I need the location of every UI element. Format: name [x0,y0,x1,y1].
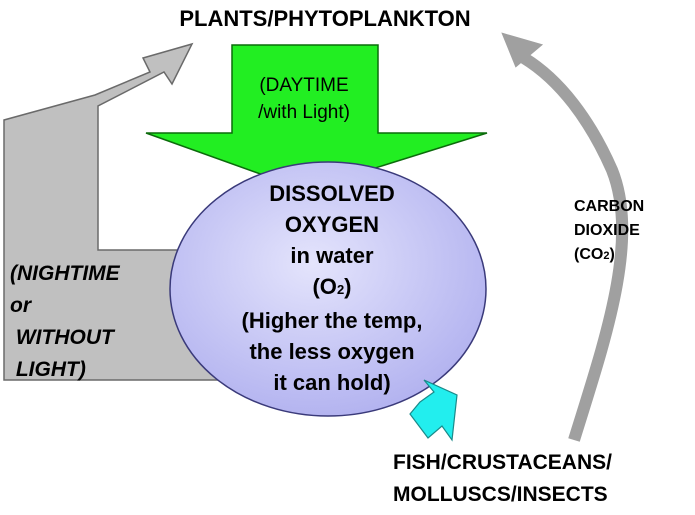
night-line-1: (NIGHTIME [10,262,120,285]
center-line-5: (Higher the temp, [241,308,423,333]
fish-arrow [409,379,458,442]
co2-open: (CO [574,246,604,263]
center-line-7: it can hold) [273,370,391,395]
co2-close: ) [609,246,615,263]
daytime-label: (DAYTIME /with Light) [228,72,380,126]
o2-open: (O [312,274,337,299]
co2-line-1: CARBON [574,198,645,215]
center-line-o2: (O2) [182,271,482,305]
co2-arrowhead [501,32,544,68]
center-line-6: the less oxygen [249,339,415,364]
center-line-3: in water [290,243,374,268]
co2-line-2: DIOXIDE [574,222,640,239]
daytime-line-2: /with Light) [258,102,350,123]
animals-line-2: MOLLUSCS/INSECTS [393,483,608,506]
animals-line-1: FISH/CRUSTACEANS/ [393,451,612,474]
animals-label: FISH/CRUSTACEANS/ MOLLUSCS/INSECTS [393,447,612,511]
oxygen-circle [169,161,487,417]
night-line-4: LIGHT) [10,358,86,381]
o2-subscript: 2 [336,282,345,297]
center-line-1: DISSOLVED [269,181,395,206]
dissolved-oxygen-label: DISSOLVED OXYGEN in water (O2) (Higher t… [182,178,482,398]
o2-close: ) [344,274,352,299]
co2-subscript: 2 [603,250,610,262]
day-arrow [145,44,488,191]
night-label: (NIGHTIME or WITHOUT LIGHT) [10,258,120,386]
plants-title: PLANTS/PHYTOPLANKTON [179,6,471,31]
night-line-3: WITHOUT [10,326,114,349]
co2-label: CARBON DIOXIDE (CO2) [574,195,644,268]
center-line-2: OXYGEN [284,212,380,237]
co2-line-3: (CO2) [574,243,644,268]
night-line-2: or [10,294,31,317]
co2-arrow [520,52,629,442]
daytime-line-1: (DAYTIME [259,75,349,96]
